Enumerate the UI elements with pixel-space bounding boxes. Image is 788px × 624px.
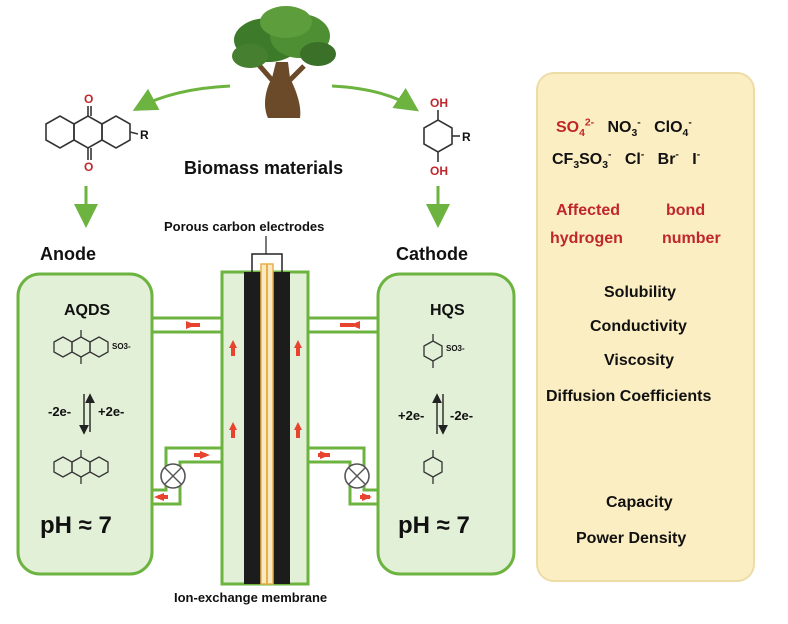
anion-nitrate: NO3- [607, 118, 641, 140]
anion-sulfate: SO42- [556, 118, 595, 140]
cathode-ph: pH ≈ 7 [398, 512, 470, 539]
anode-red-label: +2e- [98, 404, 125, 419]
hydrogen-label: hydrogen [550, 230, 623, 247]
membrane-label: Ion-exchange membrane [174, 590, 328, 605]
anthraquinone-o-bottom: O [84, 160, 94, 174]
property-conductivity: Conductivity [590, 318, 687, 335]
anion-row-2: CF3SO3- Cl- Br- I- [552, 150, 700, 172]
anion-effects-panel [536, 72, 755, 582]
cathode-tank [376, 272, 516, 576]
right-electrode [273, 272, 290, 584]
hqs-reduced-structure [423, 334, 443, 368]
anthraquinone-r: R [140, 128, 149, 142]
cathode-label: Cathode [396, 244, 468, 264]
anode-tank [16, 272, 154, 576]
hqs-oxidized-structure [423, 450, 443, 484]
anthraquinone-structure [45, 106, 139, 160]
anode-label: Anode [40, 244, 96, 264]
anion-triflate: CF3SO3- [552, 150, 612, 172]
hqs-label: HQS [430, 302, 465, 319]
hydroquinone-r: R [462, 130, 471, 144]
bond-label: bond [666, 202, 706, 219]
number-label: number [662, 230, 721, 247]
anthraquinone-o-top: O [84, 92, 94, 106]
arrow-tree-to-cathode [331, 84, 419, 112]
left-electrode [244, 272, 261, 584]
anion-bromide: Br- [657, 150, 679, 169]
aqds-oxidized-structure [53, 330, 109, 364]
pump-icon [344, 463, 370, 489]
anion-iodide: I- [692, 150, 701, 169]
cathode-ox-label: -2e- [450, 408, 474, 423]
property-diffusion: Diffusion Coefficients [546, 388, 712, 405]
hydroquinone-oh-top: OH [430, 96, 448, 110]
hydroquinone-oh-bottom: OH [430, 164, 448, 178]
cathode-red-label: +2e- [398, 408, 425, 423]
property-solubility: Solubility [604, 284, 676, 301]
outcome-power-density: Power Density [576, 530, 687, 547]
outcome-capacity: Capacity [606, 494, 673, 511]
aqds-so3-label: SO3- [112, 342, 131, 351]
flow-arrows [154, 321, 372, 501]
anode-ox-label: -2e- [48, 404, 72, 419]
anion-perchlorate: ClO4- [654, 118, 692, 140]
anion-row-1: SO42- NO3- ClO4- [556, 118, 692, 140]
property-viscosity: Viscosity [604, 352, 674, 369]
anion-chloride: Cl- [624, 150, 645, 169]
anode-ph: pH ≈ 7 [40, 512, 112, 539]
arrow-tree-to-anode [132, 84, 231, 111]
pump-icon [160, 463, 186, 489]
hqs-so3-label: SO3- [446, 344, 465, 353]
electrode-connector [251, 253, 283, 272]
aqds-reduced-structure [53, 450, 109, 484]
affected-label: Affected [556, 202, 621, 219]
biomass-title: Biomass materials [184, 158, 344, 178]
aqds-label: AQDS [64, 302, 111, 319]
electrodes-label: Porous carbon electrodes [164, 219, 325, 234]
tree-icon [232, 6, 336, 118]
hydroquinone-structure [423, 110, 460, 162]
